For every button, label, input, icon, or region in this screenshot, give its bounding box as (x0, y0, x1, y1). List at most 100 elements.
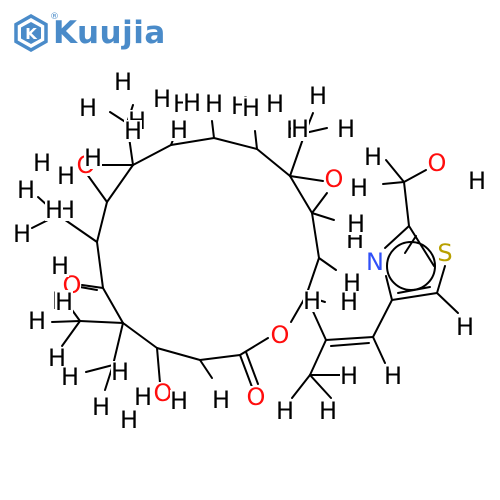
atom-label-h-17: H (13, 220, 31, 248)
h-02-backdrop (79, 97, 97, 119)
atom-label-h-32: H (340, 362, 358, 390)
bond-21 (254, 130, 258, 150)
n-thiazole-backdrop (366, 251, 384, 273)
atom-label-h-20: H (28, 307, 46, 335)
bond-4 (256, 148, 291, 177)
atom-label-h-02: H (79, 94, 97, 122)
bond-12 (122, 322, 158, 349)
atom-label-h-21: H (48, 344, 66, 372)
atom-label-h-42: H (45, 196, 63, 224)
atom-label-h-08: H (242, 94, 260, 122)
atom-label-h-33: H (384, 362, 402, 390)
bond-49 (85, 364, 114, 373)
aromatic-ring-circle (386, 241, 436, 291)
h-hydroxymethyl-backdrop (468, 170, 486, 192)
bond-46 (112, 322, 124, 366)
atom-label-h-39: H (55, 288, 73, 316)
bond-24 (311, 212, 335, 221)
atom-label-s-thiazole: S (437, 239, 452, 267)
h-14-backdrop (33, 152, 51, 174)
atom-label-h-26: H (170, 387, 188, 415)
h-08-backdrop (242, 97, 260, 119)
o-hydroxyl-2-backdrop (154, 382, 172, 404)
bond-13 (102, 287, 124, 324)
o-epoxide-backdrop (325, 168, 343, 190)
h-26-backdrop (170, 390, 188, 412)
bond-14 (96, 241, 104, 289)
atom-label-o-hydroxymethyl: O (428, 149, 447, 177)
atom-label-h-38: H (456, 313, 474, 341)
bond-68 (403, 169, 427, 183)
bond-2 (170, 137, 215, 146)
h-35-backdrop (319, 400, 337, 422)
bond-73 (404, 235, 417, 254)
atom-label-h-01: H (114, 68, 132, 96)
atom-label-o-epoxide: O (325, 165, 344, 193)
bond-65 (408, 225, 435, 267)
h-36-backdrop (364, 146, 382, 168)
h-45-backdrop (347, 213, 365, 235)
bond-3 (213, 137, 258, 150)
bond-69 (382, 181, 405, 185)
bond-63 (391, 292, 438, 301)
atom-label-h-14: H (33, 149, 51, 177)
h-42-backdrop (45, 199, 63, 221)
bond-60 (372, 336, 386, 364)
atom-label-h-36: H (364, 143, 382, 171)
bond-50 (156, 347, 161, 384)
hexagon-k-icon: K (14, 14, 48, 52)
h-21-backdrop (48, 347, 66, 369)
atom-label-h-hydroxyl-1: H (57, 162, 75, 190)
bond-43 (51, 320, 81, 323)
atom-label-h-44: H (291, 115, 309, 143)
bond-6 (311, 212, 320, 259)
s-thiazole-backdrop (436, 242, 454, 264)
atom-label-h-34: H (276, 397, 294, 425)
h-23-backdrop (111, 361, 129, 383)
atom-label-h-04: H (153, 85, 171, 113)
atom-label-h-22: H (61, 363, 79, 391)
bond-67 (403, 181, 410, 227)
h-17-backdrop (13, 223, 31, 245)
h-01-backdrop (114, 71, 132, 93)
bond-17 (289, 175, 324, 182)
atom-label-h-09: H (266, 90, 284, 118)
bond-16 (106, 164, 134, 203)
atom-label-h-hydroxyl-2: H (134, 383, 152, 411)
bond-55 (330, 342, 370, 347)
bond-1 (132, 144, 172, 166)
h-46-backdrop (303, 290, 321, 312)
bond-62 (385, 275, 393, 301)
h-25-backdrop (120, 409, 138, 431)
atom-label-h-37: H (350, 174, 368, 202)
bond-71 (436, 292, 459, 314)
h-43-backdrop (170, 119, 188, 141)
bond-61 (372, 299, 393, 338)
atom-label-o-ring-ester: O (271, 321, 290, 349)
atom-label-h-24: H (92, 393, 110, 421)
bond-57 (291, 374, 311, 399)
h-11-backdrop (309, 85, 327, 107)
bond-20 (211, 120, 215, 139)
atom-label-layer: OHOOOOOHOHNSHHHHHHHHHHHHHHHHHHHHHHHHHHHH… (13, 68, 486, 434)
brand-name: Kuujia (53, 15, 166, 51)
atom-label-o-hydroxyl-2: O (154, 379, 173, 407)
h-40-backdrop (124, 120, 142, 142)
atom-label-h-11: H (309, 82, 327, 110)
atom-label-h-41: H (205, 90, 223, 118)
atom-label-h-13: H (84, 144, 102, 172)
registered-mark: ® (50, 12, 59, 22)
h-44-backdrop (291, 118, 309, 140)
h-41-backdrop (205, 93, 223, 115)
atom-label-h-27: H (212, 386, 230, 414)
bond-58 (309, 374, 332, 399)
atom-label-h-31: H (340, 288, 358, 316)
bond-44 (61, 320, 81, 347)
atom-label-h-23: H (111, 358, 129, 386)
h-30-backdrop (343, 272, 361, 294)
svg-text:K: K (25, 25, 38, 43)
bond-52 (245, 351, 259, 385)
bond-18 (311, 192, 328, 214)
atom-label-h-45: H (347, 210, 365, 238)
